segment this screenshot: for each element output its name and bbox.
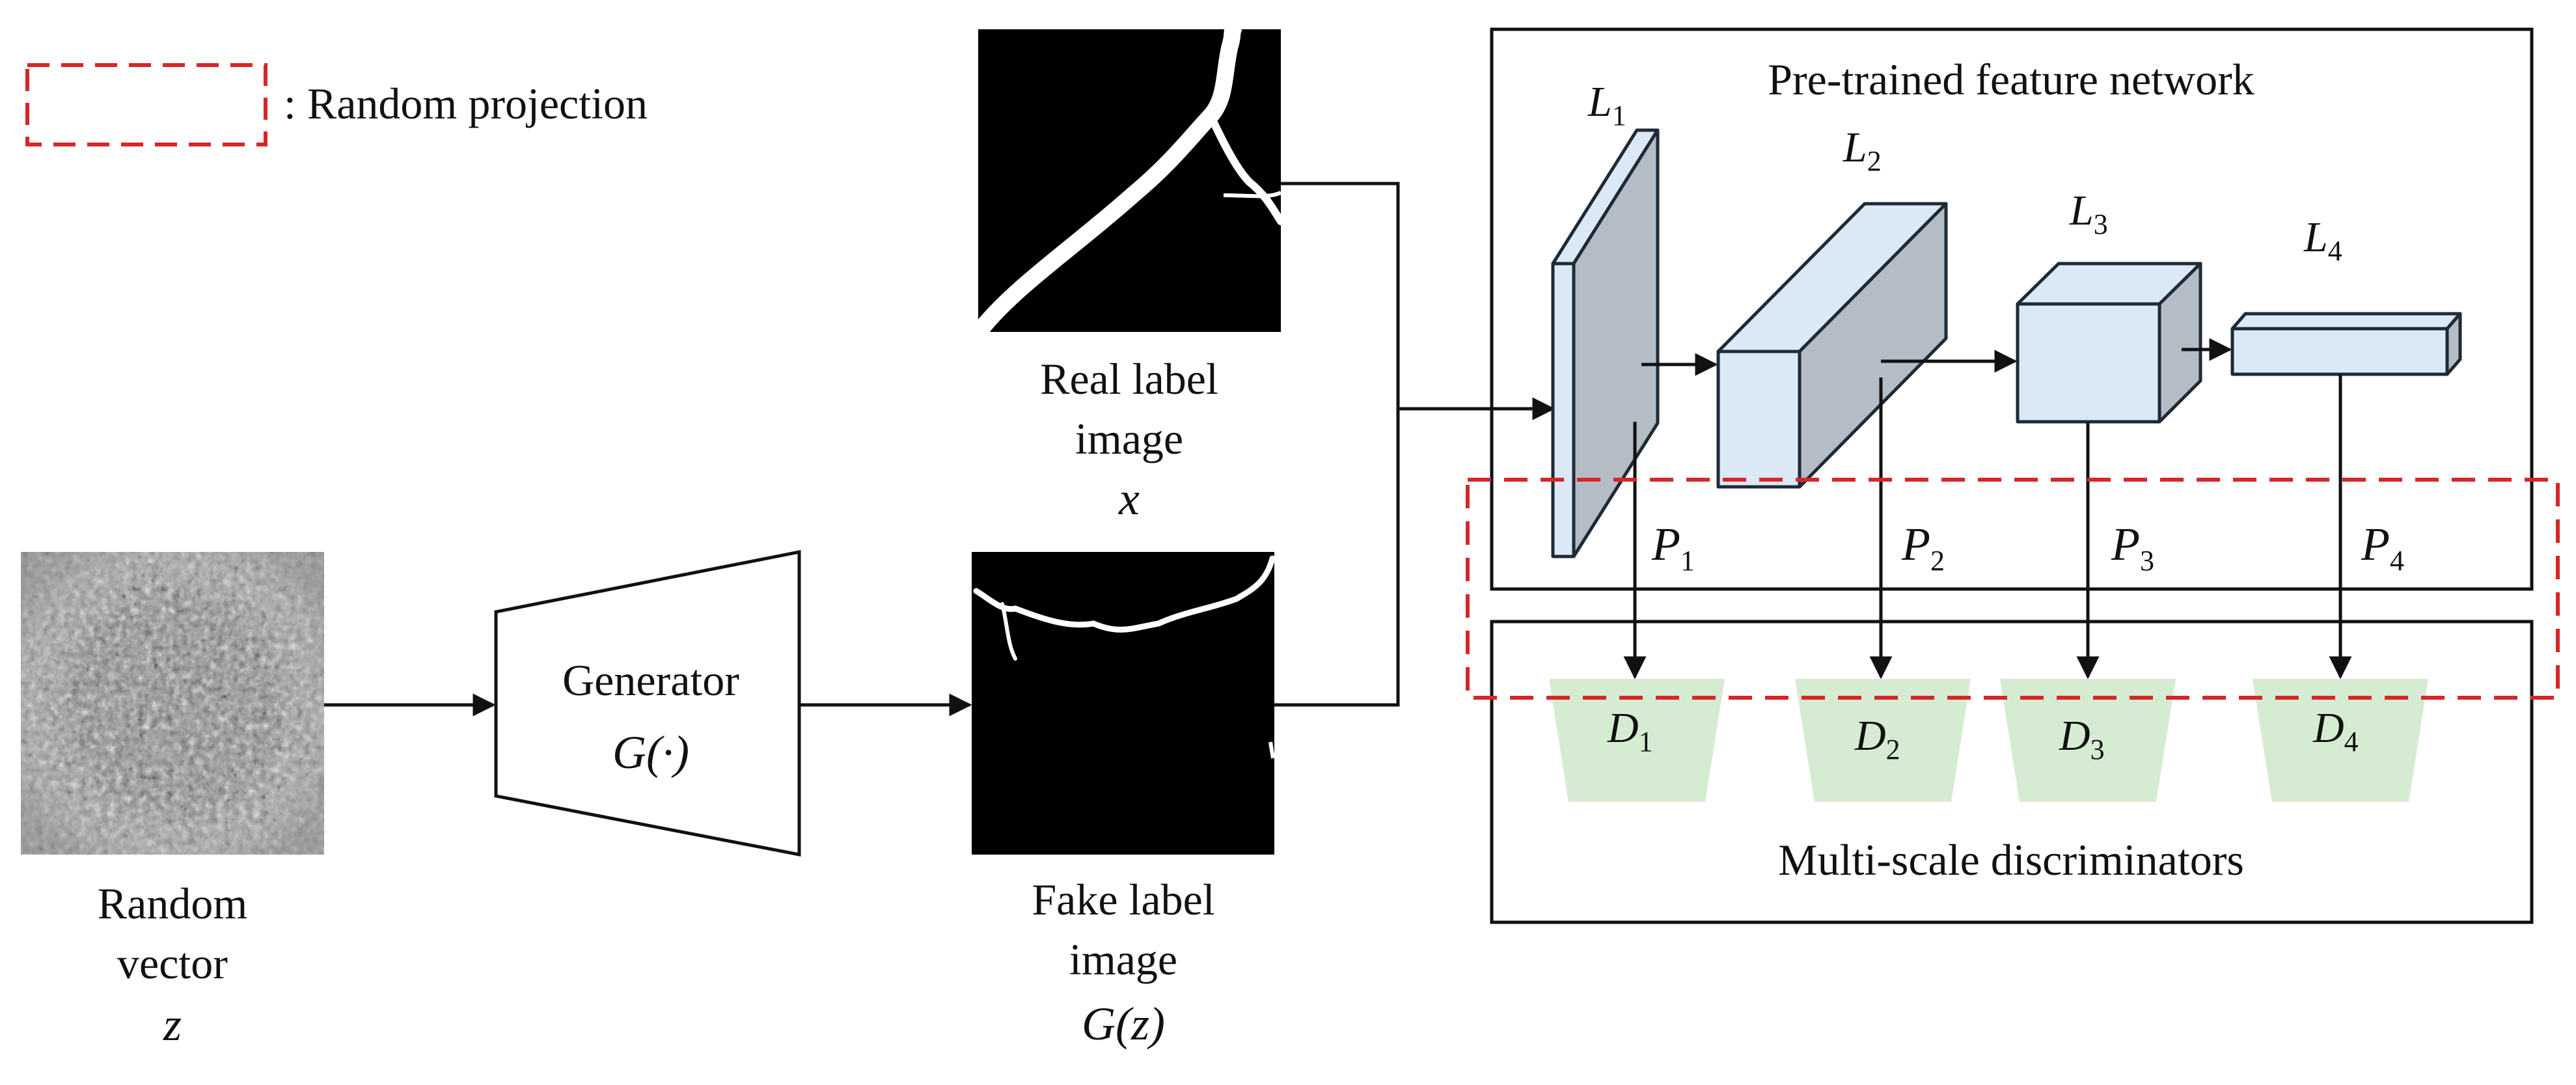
projection-p3-label: P3	[2111, 518, 2154, 577]
layer-l4-label: L4	[2303, 213, 2342, 267]
discriminator-d1-label: D1	[1607, 704, 1653, 758]
fake-label-line2: image	[1069, 935, 1177, 984]
noise-label-line1: Random	[98, 879, 247, 928]
projection-p1-label: P1	[1651, 518, 1695, 577]
feature-network-box	[1490, 27, 2534, 591]
discriminator-d1-block	[1549, 679, 1725, 802]
layer-l2-label: L2	[1843, 124, 1882, 177]
layer-l1-block	[1551, 128, 1660, 558]
fake-label-image	[972, 552, 1276, 855]
connector-fake	[1274, 409, 1400, 707]
layer-l1-label: L1	[1587, 78, 1626, 131]
fake-label-line1: Fake label	[1032, 875, 1214, 924]
real-label-line2: image	[1075, 414, 1183, 463]
discriminator-d4-block	[2253, 679, 2428, 802]
discriminator-d2-block	[1795, 679, 1971, 802]
generator-title: Generator	[562, 655, 739, 705]
real-label-symbol: x	[1118, 473, 1140, 525]
feature-network-title: Pre-trained feature network	[1768, 55, 2254, 104]
discriminator-d3-label: D3	[2059, 712, 2105, 765]
legend-text: : Random projection	[284, 79, 648, 128]
real-label-line1: Real label	[1040, 354, 1218, 404]
discriminator-d3-block	[2000, 679, 2176, 802]
layer-l3-block	[2016, 262, 2202, 424]
discriminators-title: Multi-scale discriminators	[1778, 835, 2244, 885]
discriminator-d4-label: D4	[2312, 704, 2359, 758]
connector-real	[1281, 182, 1400, 409]
projection-p4-label: P4	[2361, 518, 2404, 577]
projection-p2-label: P2	[1901, 518, 1945, 577]
layer-l4-block	[2230, 312, 2462, 376]
discriminator-d2-label: D2	[1854, 712, 1900, 765]
noise-symbol: z	[163, 998, 182, 1051]
layer-l3-label: L3	[2069, 187, 2108, 240]
fake-label-symbol: G(z)	[1082, 998, 1165, 1050]
noise-image	[21, 552, 324, 855]
generator-symbol: G(·)	[612, 726, 689, 778]
layer-l2-block	[1716, 202, 1948, 489]
generator-block	[494, 549, 801, 857]
noise-label-line2: vector	[117, 939, 228, 988]
legend-dashed-box	[25, 63, 267, 146]
real-label-image	[973, 21, 1285, 337]
discriminators-box	[1490, 620, 2534, 924]
